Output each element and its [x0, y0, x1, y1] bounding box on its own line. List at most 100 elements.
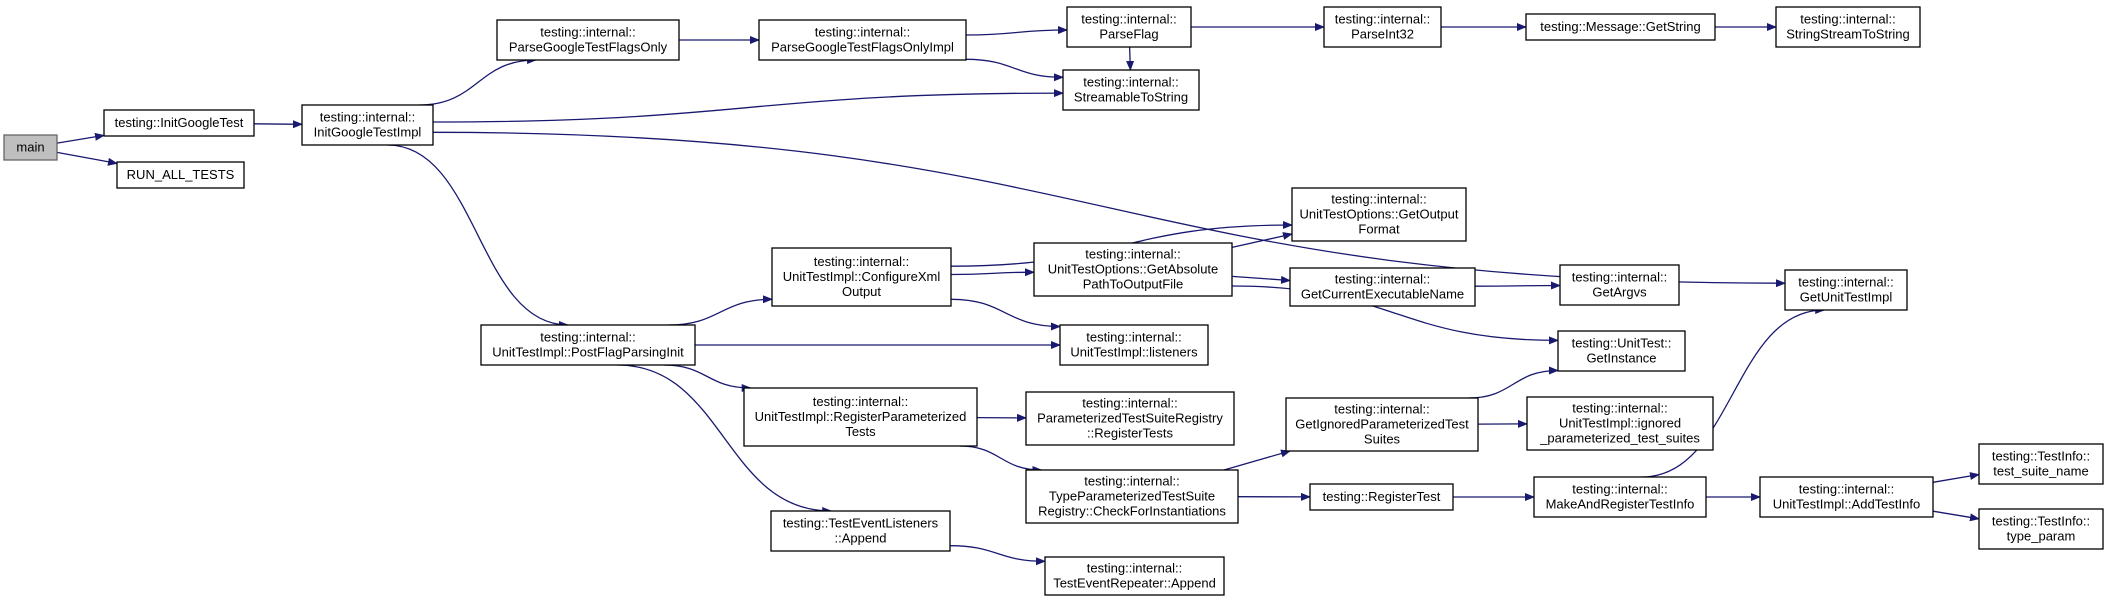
node-label-line: testing::UnitTest::	[1572, 336, 1672, 351]
node-get-current-executable-name[interactable]: testing::internal::GetCurrentExecutableN…	[1289, 267, 1476, 307]
node-get-ignored-parameterized-test-suites[interactable]: testing::internal::GetIgnoredParameteriz…	[1285, 397, 1479, 452]
node-label-line: testing::internal::	[1798, 275, 1893, 290]
edge-main-to-run-all-tests	[56, 151, 118, 166]
nodes-layer: main testing::InitGoogleTestRUN_ALL_TESTS…	[3, 6, 2104, 596]
node-label-line: testing::internal::	[1084, 474, 1179, 489]
node-box	[1784, 269, 1908, 311]
node-box	[770, 510, 951, 552]
edge-typed-pts-check-for-instantiations-to-get-ignored-parameterized-test-suites	[1223, 449, 1291, 471]
node-typed-pts-check-for-instantiations[interactable]: testing::internal::TypeParameterizedTest…	[1025, 469, 1239, 524]
node-box	[301, 104, 434, 146]
node-label-line: Registry::CheckForInstantiations	[1038, 504, 1226, 519]
edge-init-google-test-impl-to-streamable-to-string	[432, 89, 1064, 123]
edge-add-test-info-to-test-info-type-param	[1932, 510, 1980, 522]
node-get-unit-test-impl[interactable]: testing::internal::GetUnitTestImpl	[1784, 269, 1908, 311]
node-box	[1285, 397, 1479, 452]
node-label-line: testing::internal::	[1331, 192, 1426, 207]
node-ignored-parameterized-test-suites[interactable]: testing::internal::UnitTestImpl::ignored…	[1526, 396, 1714, 451]
edge-init-google-test-impl-to-get-unit-test-impl	[432, 131, 1786, 288]
node-box	[1291, 187, 1467, 242]
node-box	[496, 19, 680, 61]
edge-init-google-test-impl-to-post-flag-parsing-init	[387, 144, 569, 329]
node-label-line: testing::internal::	[814, 254, 909, 269]
node-box	[743, 387, 978, 447]
node-pts-registry-register-tests[interactable]: testing::internal::ParameterizedTestSuit…	[1025, 391, 1235, 446]
node-box	[1044, 556, 1225, 596]
node-string-stream-to-string[interactable]: testing::internal::StringStreamToString	[1775, 6, 1921, 48]
node-test-info-test-suite-name[interactable]: testing::TestInfo::test_suite_name	[1978, 443, 2104, 485]
node-label-line: type_param	[2007, 529, 2076, 544]
node-box	[1978, 508, 2104, 550]
node-label-line: testing::internal::	[1572, 482, 1667, 497]
edge-post-flag-parsing-init-to-configure-xml-output	[668, 295, 773, 326]
node-box	[1309, 483, 1454, 511]
node-label-line: ParameterizedTestSuiteRegistry	[1037, 411, 1223, 426]
node-init-google-test-impl[interactable]: testing::internal::InitGoogleTestImpl	[301, 104, 434, 146]
node-label-line: testing::internal::	[320, 110, 415, 125]
node-main[interactable]: main	[3, 134, 58, 161]
node-get-argvs[interactable]: testing::internal::GetArgvs	[1559, 264, 1680, 306]
node-make-and-register-test-info[interactable]: testing::internal::MakeAndRegisterTestIn…	[1533, 476, 1707, 518]
node-label-line: UnitTestImpl::ignored	[1559, 416, 1681, 431]
node-unit-test-get-instance[interactable]: testing::UnitTest::GetInstance	[1557, 330, 1686, 372]
node-box	[1066, 6, 1192, 48]
node-label-line: GetIgnoredParameterizedTest	[1295, 417, 1469, 432]
edge-get-ignored-parameterized-test-suites-to-unit-test-get-instance	[1468, 366, 1559, 399]
node-label-line: main	[16, 140, 44, 155]
node-listeners[interactable]: testing::internal::UnitTestImpl::listene…	[1059, 324, 1209, 366]
node-box	[1775, 6, 1921, 48]
node-test-event-listeners-append[interactable]: testing::TestEventListeners::Append	[770, 510, 951, 552]
edge-parse-flag-to-streamable-to-string	[1126, 46, 1135, 71]
node-label-line: ParseGoogleTestFlagsOnlyImpl	[771, 40, 954, 55]
node-label-line: Suites	[1364, 432, 1401, 447]
node-get-absolute-path[interactable]: testing::internal::UnitTestOptions::GetA…	[1033, 242, 1233, 297]
edge-configure-xml-output-to-get-absolute-path	[950, 268, 1035, 277]
edge-get-absolute-path-to-get-current-executable-name	[1231, 275, 1291, 284]
node-box	[1525, 13, 1716, 41]
node-test-info-type-param[interactable]: testing::TestInfo::type_param	[1978, 508, 2104, 550]
node-label-line: _parameterized_test_suites	[1539, 431, 1700, 446]
node-post-flag-parsing-init[interactable]: testing::internal::UnitTestImpl::PostFla…	[480, 324, 696, 366]
node-box	[1557, 330, 1686, 372]
edge-make-and-register-test-info-to-get-unit-test-impl	[1641, 306, 1826, 478]
edge-post-flag-parsing-init-to-test-event-listeners-append	[617, 364, 833, 515]
node-configure-xml-output[interactable]: testing::internal::UnitTestImpl::Configu…	[771, 247, 952, 307]
node-label-line: testing::internal::	[1572, 270, 1667, 285]
node-box	[1062, 69, 1200, 111]
node-label-line: Output	[842, 284, 881, 299]
node-parse-flag[interactable]: testing::internal::ParseFlag	[1066, 6, 1192, 48]
node-get-output-format[interactable]: testing::internal::UnitTestOptions::GetO…	[1291, 187, 1467, 242]
node-label-line: testing::internal::	[1082, 396, 1177, 411]
node-label-line: Format	[1358, 222, 1400, 237]
node-box	[103, 109, 255, 137]
node-box	[1978, 443, 2104, 485]
node-box	[1059, 324, 1209, 366]
edge-add-test-info-to-test-info-test-suite-name	[1932, 472, 1980, 483]
node-init-google-test[interactable]: testing::InitGoogleTest	[103, 109, 255, 137]
node-message-get-string[interactable]: testing::Message::GetString	[1525, 13, 1716, 41]
node-parse-flags-only[interactable]: testing::internal::ParseGoogleTestFlagsO…	[496, 19, 680, 61]
node-parse-flags-only-impl[interactable]: testing::internal::ParseGoogleTestFlagsO…	[758, 19, 967, 61]
edge-get-absolute-path-to-get-output-format	[1231, 232, 1293, 249]
node-run-all-tests[interactable]: RUN_ALL_TESTS	[116, 161, 245, 189]
node-label-line: StreamableToString	[1074, 90, 1188, 105]
edge-post-flag-parsing-init-to-register-parameterized-tests	[663, 364, 752, 392]
node-streamable-to-string[interactable]: testing::internal::StreamableToString	[1062, 69, 1200, 111]
node-label-line: GetArgvs	[1592, 285, 1647, 300]
node-parse-int32[interactable]: testing::internal::ParseInt32	[1323, 6, 1442, 48]
node-test-event-repeater-append[interactable]: testing::internal::TestEventRepeater::Ap…	[1044, 556, 1225, 596]
node-label-line: testing::InitGoogleTest	[115, 115, 244, 130]
node-box	[1323, 6, 1442, 48]
node-label-line: testing::internal::	[1335, 272, 1430, 287]
node-register-parameterized-tests[interactable]: testing::internal::UnitTestImpl::Registe…	[743, 387, 978, 447]
node-label-line: TypeParameterizedTestSuite	[1049, 489, 1215, 504]
node-label-line: ::Append	[834, 531, 886, 546]
node-box	[1526, 396, 1714, 451]
node-label-line: UnitTestImpl::listeners	[1070, 345, 1198, 360]
node-box	[3, 134, 58, 161]
node-label-line: GetInstance	[1586, 351, 1656, 366]
node-box	[1025, 391, 1235, 446]
node-label-line: testing::internal::	[540, 25, 635, 40]
node-register-test[interactable]: testing::RegisterTest	[1309, 483, 1454, 511]
node-add-test-info[interactable]: testing::internal::UnitTestImpl::AddTest…	[1759, 476, 1934, 518]
